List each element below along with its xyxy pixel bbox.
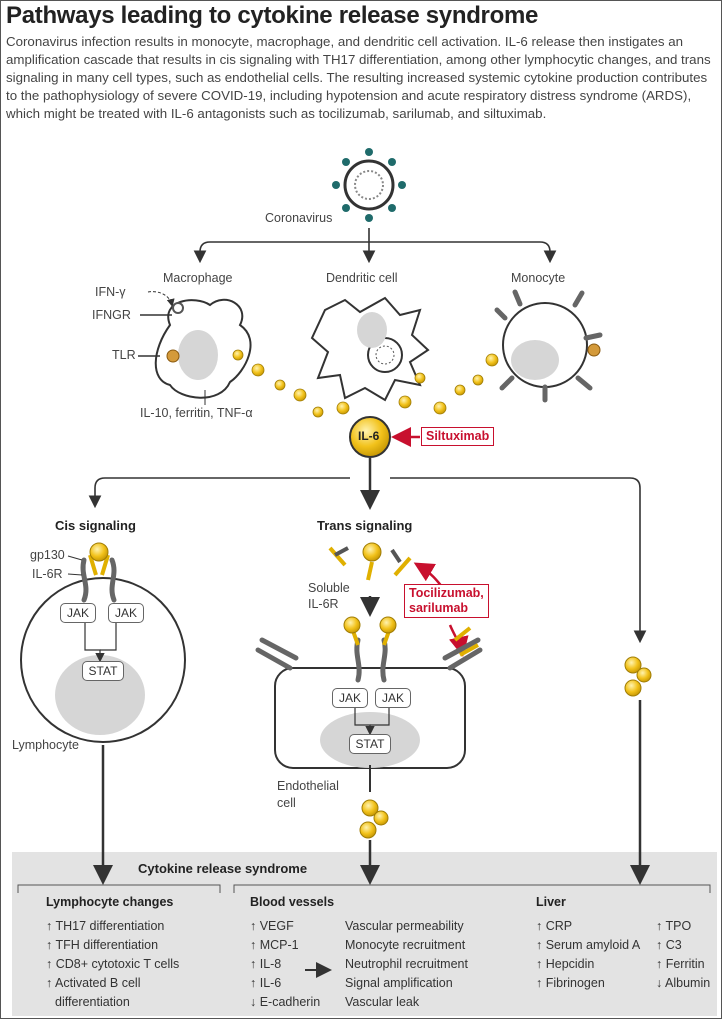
tlr-label: TLR: [112, 348, 136, 362]
trans-jak-left: JAK: [332, 688, 368, 708]
figure-caption: Coronavirus infection results in monocyt…: [6, 34, 711, 121]
cis-jak-right: JAK: [108, 603, 144, 623]
tocilizumab-line1: Tocilizumab,: [409, 586, 484, 600]
trans-signaling-label: Trans signaling: [317, 518, 413, 533]
bv-marker-3: ↑ IL-8: [250, 957, 282, 971]
coronavirus-icon: [332, 148, 406, 222]
lymph-item-4: ↑ Activated B cell: [46, 976, 141, 990]
lymph-item-1: ↑ TH17 differentiation: [46, 919, 165, 933]
bv-effect-2: Monocyte recruitment: [345, 938, 466, 952]
endothelial-label-line1: Endothelial: [277, 779, 339, 793]
bv-effect-5: Vascular leak: [345, 995, 420, 1009]
lymphocyte-label: Lymphocyte: [12, 738, 79, 752]
siltuximab-label: Siltuximab: [421, 427, 495, 446]
cis-stat: STAT: [82, 661, 124, 681]
macrophage-cell: [138, 291, 252, 405]
trans-jak-right: JAK: [375, 688, 411, 708]
liver-col2-3: ↑ Ferritin: [656, 957, 705, 971]
gp130-label: gp130: [30, 548, 65, 562]
blood-vessels-title: Blood vessels: [250, 895, 335, 909]
tocilizumab-line2: sarilumab: [409, 601, 469, 615]
bv-marker-2: ↑ MCP-1: [250, 938, 299, 952]
endothelial-label-line2: cell: [277, 796, 296, 810]
trans-stat: STAT: [349, 734, 391, 754]
cis-signaling-label: Cis signaling: [55, 518, 136, 533]
tocilizumab-label: Tocilizumab, sarilumab: [404, 584, 489, 618]
ifn-gamma-label: IFN-γ: [95, 285, 126, 299]
il6-node: [349, 416, 391, 458]
il6r-label: IL-6R: [32, 567, 63, 581]
released-il6: [359, 656, 652, 839]
liver-col1-1: ↑ CRP: [536, 919, 573, 933]
bv-effect-3: Neutrophil recruitment: [345, 957, 468, 971]
ifngr-label: IFNGR: [92, 308, 131, 322]
lymph-item-3: ↑ CD8+ cytotoxic T cells: [46, 957, 180, 971]
liver-col2-2: ↑ C3: [656, 938, 682, 952]
syndrome-dividers: [17, 884, 711, 893]
cis-jak-left: JAK: [60, 603, 96, 623]
liver-col1-4: ↑ Fibrinogen: [536, 976, 605, 990]
il6-arrows: [88, 458, 647, 644]
syndrome-title: Cytokine release syndrome: [138, 861, 308, 876]
bv-marker-1: ↑ VEGF: [250, 919, 294, 933]
soluble-il6r-label: IL-6R: [308, 597, 339, 611]
monocyte-label: Monocyte: [511, 271, 566, 285]
bv-effect-4: Signal amplification: [345, 976, 453, 990]
lymph-item-5: differentiation: [55, 995, 130, 1009]
liver-col2-4: ↓ Albumin: [656, 976, 711, 990]
infection-arrows: [193, 228, 557, 264]
syndrome-arrows: [93, 700, 650, 885]
il6-particles: [232, 349, 499, 418]
macrophage-products-label: IL-10, ferritin, TNF-α: [140, 406, 253, 420]
macrophage-label: Macrophage: [163, 271, 233, 285]
lymph-item-2: ↑ TFH differentiation: [46, 938, 159, 952]
endothelial-cell: [255, 616, 483, 792]
monocyte-cell: [494, 289, 603, 403]
figure-title: Pathways leading to cytokine release syn…: [6, 2, 539, 29]
liver-col2-1: ↑ TPO: [656, 919, 692, 933]
bv-marker-5: ↓ E-cadherin: [250, 995, 321, 1009]
il6-label: IL-6: [358, 429, 380, 443]
liver-title: Liver: [536, 895, 566, 909]
bv-marker-4: ↑ IL-6: [250, 976, 282, 990]
coronavirus-label: Coronavirus: [265, 211, 333, 225]
soluble-label: Soluble: [308, 581, 350, 595]
liver-col1-3: ↑ Hepcidin: [536, 957, 595, 971]
dendritic-cell: [310, 296, 430, 402]
liver-col1-2: ↑ Serum amyloid A: [536, 938, 641, 952]
bv-effect-1: Vascular permeability: [345, 919, 464, 933]
dendritic-cell-label: Dendritic cell: [326, 271, 398, 285]
lymphocyte-changes-title: Lymphocyte changes: [46, 895, 174, 909]
